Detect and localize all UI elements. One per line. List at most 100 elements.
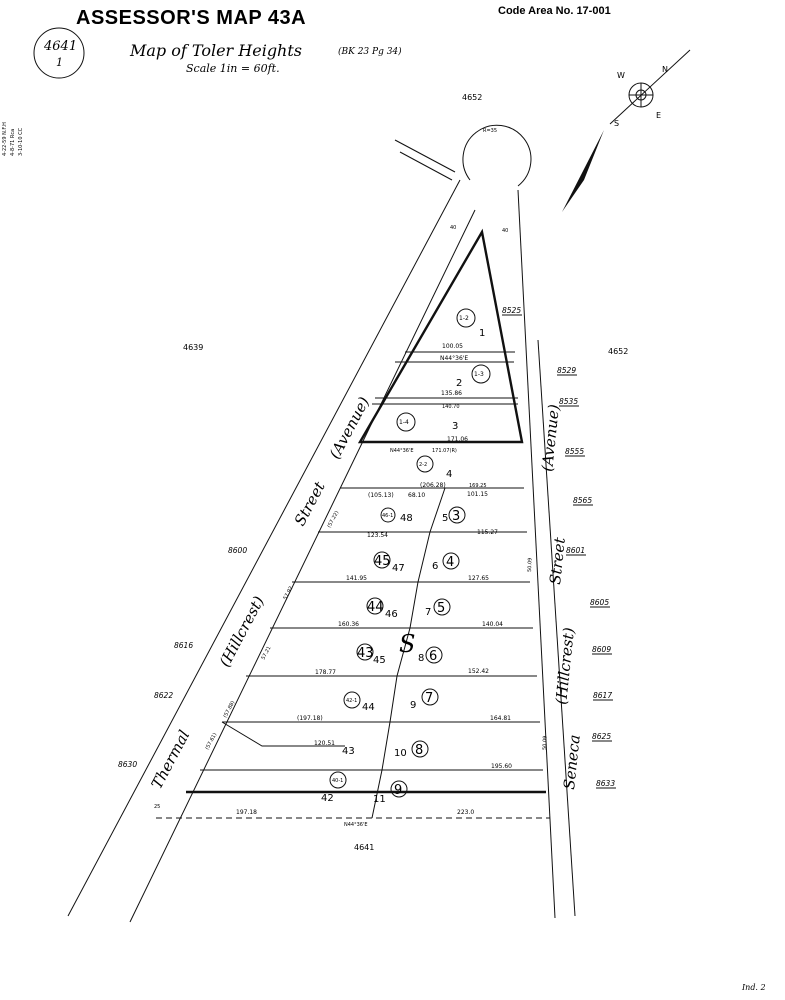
svg-text:(57.61): (57.61) (204, 732, 218, 751)
map-subtitle-ref: (BK 23 Pg 34) (338, 46, 402, 57)
svg-text:152.42: 152.42 (468, 668, 489, 675)
svg-text:N: N (662, 65, 668, 74)
lot-number: 5 (442, 513, 448, 524)
svg-text:115.27: 115.27 (477, 529, 498, 536)
svg-text:(Avenue): (Avenue) (326, 394, 374, 462)
svg-text:40: 40 (450, 225, 456, 231)
lot-number: 10 (394, 748, 407, 759)
left-street-label: Thermal (Hillcrest) Street (Avenue) (148, 394, 374, 792)
svg-text:171.06: 171.06 (447, 436, 468, 443)
svg-text:57.21: 57.21 (260, 645, 272, 660)
map-number-bottom: 4641 (354, 843, 374, 852)
parcel-number: 40-1 (332, 778, 343, 784)
lot-number: 42 (321, 793, 334, 804)
svg-text:N44°36'E: N44°36'E (440, 355, 468, 362)
lot-number: 3 (452, 421, 458, 432)
svg-text:120.51: 120.51 (314, 740, 335, 747)
parcel-number: 1-4 (399, 419, 409, 426)
svg-text:140.70: 140.70 (442, 404, 460, 410)
parcel-number: 6 (429, 649, 437, 664)
parcel-number: 44 (367, 600, 384, 615)
lot-number: 44 (362, 702, 375, 713)
svg-text:W: W (617, 71, 625, 80)
address-label: 8529 (557, 366, 576, 375)
svg-text:E: E (656, 111, 661, 120)
address-label: 8617 (593, 691, 612, 700)
parcel-number: 5 (437, 601, 445, 616)
address-label: 8622 (154, 691, 173, 700)
north-arrow-icon (562, 130, 604, 212)
svg-text:164.81: 164.81 (490, 715, 511, 722)
map-book-circle (33, 27, 85, 79)
svg-text:123.54: 123.54 (367, 532, 388, 539)
parcel-number: 1-2 (459, 315, 469, 322)
parcel-number: 4 (446, 555, 454, 570)
svg-text:160.36: 160.36 (338, 621, 359, 628)
address-label: 8605 (590, 598, 609, 607)
compass-rose-icon: W N E S (609, 49, 691, 128)
map-number-left: 4639 (183, 343, 203, 352)
svg-text:3-10-10 CC: 3-10-10 CC (18, 127, 24, 156)
address-label: 8616 (174, 641, 193, 650)
address-label: 8525 (502, 306, 521, 315)
section-mark: S (399, 630, 415, 658)
svg-text:(206.28): (206.28) (420, 482, 446, 489)
svg-text:Street: Street (546, 536, 569, 586)
svg-text:N44°36'E: N44°36'E (390, 448, 414, 454)
address-label: 8601 (566, 546, 585, 555)
map-title: ASSESSOR'S MAP 43A (76, 7, 306, 29)
lot-number: 48 (400, 513, 413, 524)
svg-text:Thermal: Thermal (148, 727, 194, 792)
svg-text:100.05: 100.05 (442, 343, 463, 350)
lot-number: 2 (456, 378, 462, 389)
lot-number: 45 (373, 655, 386, 666)
parcel-number: 1-3 (474, 371, 484, 378)
lot-number: 46 (385, 609, 398, 620)
map-book-number: 4641 (43, 39, 77, 54)
svg-text:140.04: 140.04 (482, 621, 503, 628)
cul-de-sac-radius: R=35 (483, 128, 497, 134)
street-lines (67, 124, 576, 923)
svg-text:25: 25 (154, 804, 160, 810)
svg-text:68.10: 68.10 (408, 492, 425, 499)
svg-text:S: S (614, 119, 619, 128)
svg-text:178.77: 178.77 (315, 669, 336, 676)
lot-number: 7 (425, 607, 431, 618)
parcel-number: 9 (394, 783, 402, 798)
svg-text:50.09: 50.09 (527, 558, 533, 573)
svg-text:Street: Street (291, 478, 330, 529)
parcel-number: 46-1 (382, 513, 393, 519)
svg-text:50.09: 50.09 (542, 736, 548, 751)
parcel-number: 42-1 (346, 698, 357, 704)
parcel-number: 45 (374, 554, 391, 569)
svg-text:223.0: 223.0 (457, 809, 474, 816)
parcel-number: 3 (452, 509, 460, 524)
svg-text:171.07(R): 171.07(R) (432, 448, 457, 454)
lot-number: 43 (342, 746, 355, 757)
svg-text:4-8-71 Rca: 4-8-71 Rca (10, 129, 16, 156)
address-label: 8555 (565, 447, 584, 456)
dimension-labels: 40 40 100.05 N44°36'E 135.86 140.70 171.… (154, 225, 548, 828)
svg-text:135.86: 135.86 (441, 390, 462, 397)
svg-text:57.92: 57.92 (282, 585, 294, 600)
svg-text:197.18: 197.18 (236, 809, 257, 816)
revision-notes: 4-22-59 N.F.H 4-8-71 Rca 3-10-10 CC (2, 122, 24, 156)
lot-number: 11 (373, 794, 386, 805)
parcel-number: 2-2 (419, 462, 427, 468)
svg-text:195.60: 195.60 (491, 763, 512, 770)
index-note: Ind. 2 (741, 983, 766, 992)
lot-number: 9 (410, 700, 416, 711)
address-label: 8630 (118, 760, 137, 769)
svg-text:141.95: 141.95 (346, 575, 367, 582)
parcel-number: 7 (425, 691, 433, 706)
svg-text:(Avenue): (Avenue) (538, 403, 563, 472)
parcel-circles: 1-2 1-3 1-4 2-2 3 4 5 6 7 8 9 46-1 45 44… (329, 308, 491, 798)
map-number-top: 4652 (462, 93, 482, 102)
address-label: 8565 (573, 496, 592, 505)
map-book-page: 1 (56, 56, 63, 69)
address-label: 8600 (228, 546, 247, 555)
svg-text:Seneca: Seneca (560, 734, 584, 791)
parcel-lines (156, 228, 550, 819)
map-scale: Scale 1in = 60ft. (186, 62, 280, 75)
